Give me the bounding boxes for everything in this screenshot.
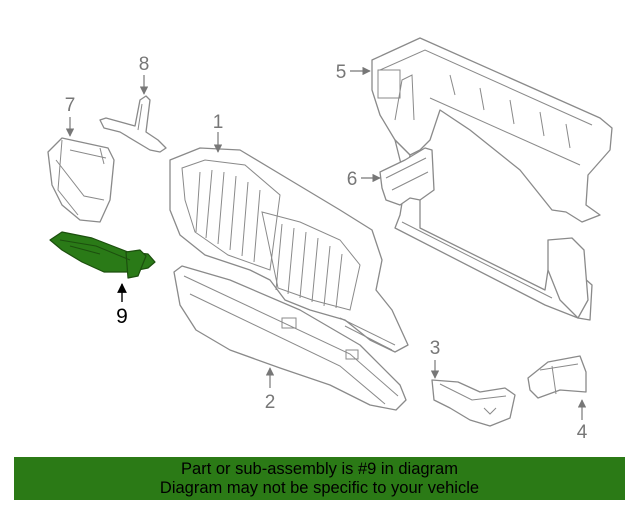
svg-text:9: 9 bbox=[116, 305, 128, 328]
part-6-bracket bbox=[379, 147, 435, 206]
callout-9: 9 bbox=[116, 283, 128, 328]
callout-5: 5 bbox=[336, 62, 371, 83]
part-8-bracket-arm bbox=[99, 95, 167, 153]
callout-4: 4 bbox=[577, 399, 588, 443]
callout-3: 3 bbox=[430, 338, 441, 379]
part-2-air-guide bbox=[173, 265, 407, 411]
svg-text:4: 4 bbox=[577, 422, 588, 443]
callout-7: 7 bbox=[65, 95, 76, 137]
part-1-grille bbox=[169, 147, 409, 353]
svg-text:2: 2 bbox=[265, 392, 276, 413]
svg-text:8: 8 bbox=[139, 54, 150, 75]
callout-8: 8 bbox=[139, 54, 150, 95]
svg-text:6: 6 bbox=[347, 169, 358, 190]
callout-1: 1 bbox=[213, 112, 224, 153]
part-9-highlighted bbox=[49, 231, 156, 279]
callout-6: 6 bbox=[347, 169, 381, 190]
svg-text:7: 7 bbox=[65, 95, 76, 116]
part-7-air-duct bbox=[47, 137, 115, 223]
callout-2: 2 bbox=[265, 367, 276, 413]
banner-line-disclaimer: Diagram may not be specific to your vehi… bbox=[159, 479, 480, 497]
part-4-side-bracket bbox=[527, 355, 587, 399]
part-3-side-guide bbox=[431, 379, 516, 427]
parts-diagram: 1 2 3 4 5 6 7 8 9 bbox=[47, 37, 613, 443]
svg-text:3: 3 bbox=[430, 338, 441, 359]
svg-text:5: 5 bbox=[336, 62, 347, 83]
svg-text:1: 1 bbox=[213, 112, 224, 133]
part-5-radiator-support bbox=[371, 37, 613, 321]
info-banner: Part or sub-assembly is #9 in diagram Di… bbox=[14, 457, 625, 500]
banner-line-part: Part or sub-assembly is #9 in diagram bbox=[181, 460, 458, 478]
